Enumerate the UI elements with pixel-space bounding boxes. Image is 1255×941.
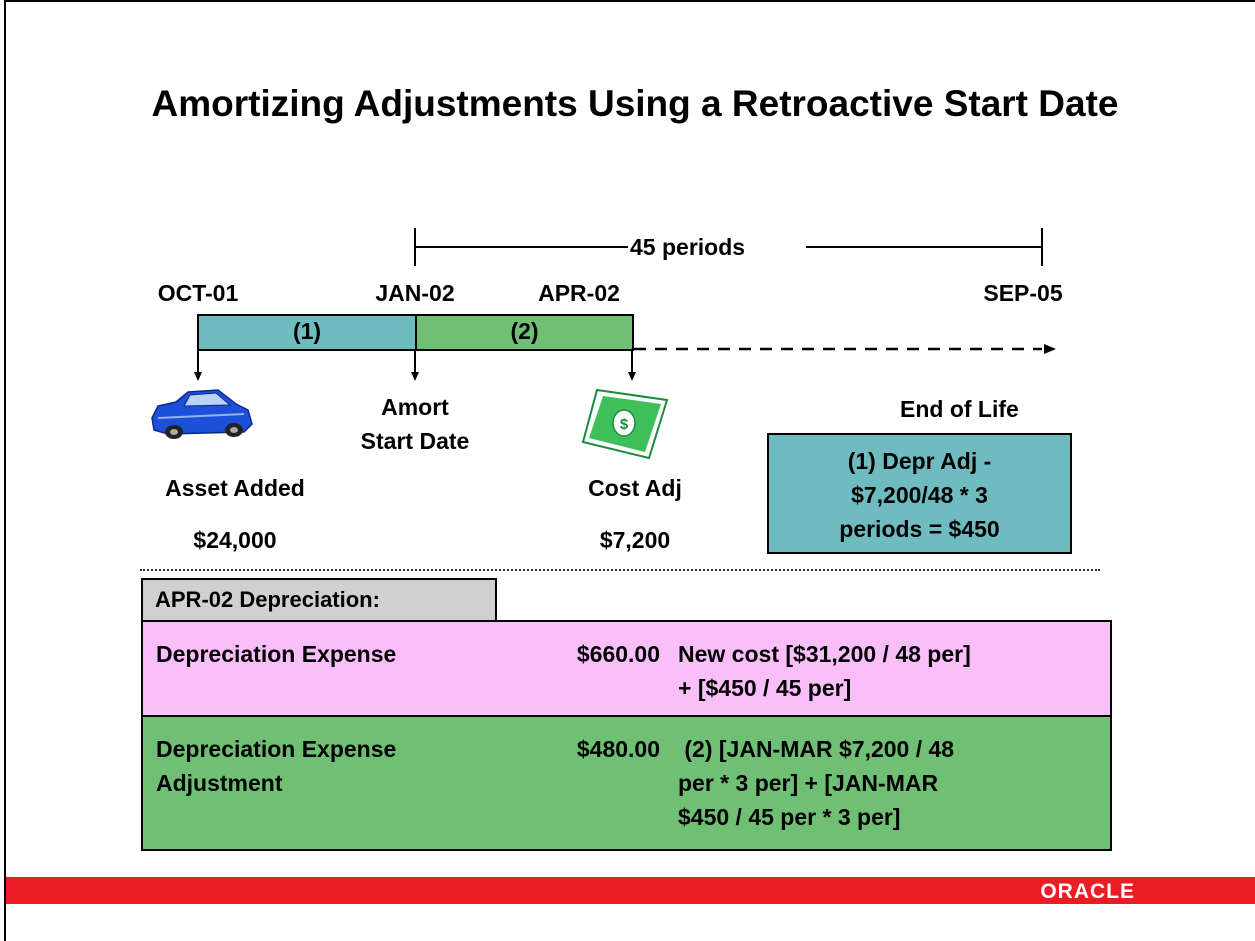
date-oct01: OCT-01 (157, 280, 239, 306)
span-label: 45 periods (630, 234, 746, 260)
slide-title: Amortizing Adjustments Using a Retroacti… (151, 83, 1119, 124)
amort-start-line2: Start Date (360, 428, 470, 454)
dashed-arrowhead (1044, 344, 1056, 354)
depr-adj-line: (1) Depr Adj - (847, 448, 992, 474)
table-row: Depreciation Expense $660.00 New cost [$… (141, 620, 1112, 717)
cost-adj-label: Cost Adj (588, 475, 682, 501)
row-note-line: + [$450 / 45 per] (678, 675, 852, 701)
row-name-line: Adjustment (156, 770, 283, 796)
amort-start-label: Amort Start Date (355, 390, 475, 458)
row-note: (2) [JAN-MAR $7,200 / 48 per * 3 per] + … (678, 732, 1098, 834)
table-row: Depreciation Expense Adjustment $480.00 … (141, 715, 1112, 851)
segment-1-bar (197, 314, 417, 351)
row-note-line: per * 3 per] + [JAN-MAR (678, 770, 939, 796)
date-jan02: JAN-02 (375, 280, 455, 306)
dotted-separator (140, 569, 1100, 571)
asset-added-amount: $24,000 (193, 527, 277, 553)
amort-start-line1: Amort (381, 394, 449, 420)
asset-added-label: Asset Added (165, 475, 305, 501)
cost-adj-amount: $7,200 (599, 527, 671, 553)
row-amount: $660.00 (576, 641, 660, 667)
frame-border-top (4, 0, 1255, 2)
table-tab-label: APR-02 Depreciation: (141, 578, 497, 622)
svg-text:$: $ (620, 416, 629, 433)
row-note: New cost [$31,200 / 48 per] + [$450 / 45… (678, 637, 1098, 705)
row-note-line: New cost [$31,200 / 48 per] (678, 641, 971, 667)
segment-2-label: (2) (510, 318, 539, 344)
row-name-line: Depreciation Expense (156, 736, 397, 762)
row-note-line: (2) [JAN-MAR $7,200 / 48 (678, 736, 955, 762)
row-name: Depreciation Expense Adjustment (156, 732, 536, 800)
footer-bar (6, 877, 1255, 904)
depr-adj-box: (1) Depr Adj - $7,200/48 * 3 periods = $… (767, 433, 1072, 554)
row-note-line: $450 / 45 per * 3 per] (678, 804, 901, 830)
row-amount: $480.00 (576, 736, 660, 762)
row-name: Depreciation Expense (156, 637, 536, 671)
date-apr02: APR-02 (538, 280, 620, 306)
oracle-logo: ORACLE (1040, 880, 1135, 903)
segment-2-bar (415, 314, 634, 351)
date-sep05: SEP-05 (983, 280, 1063, 306)
depr-adj-line: $7,200/48 * 3 (851, 482, 988, 508)
row-name-line: Depreciation Expense (156, 641, 397, 667)
segment-1-label: (1) (292, 318, 322, 344)
end-of-life-label: End of Life (900, 396, 1019, 422)
depr-adj-line: periods = $450 (839, 516, 1000, 542)
frame-border-left (4, 0, 6, 941)
